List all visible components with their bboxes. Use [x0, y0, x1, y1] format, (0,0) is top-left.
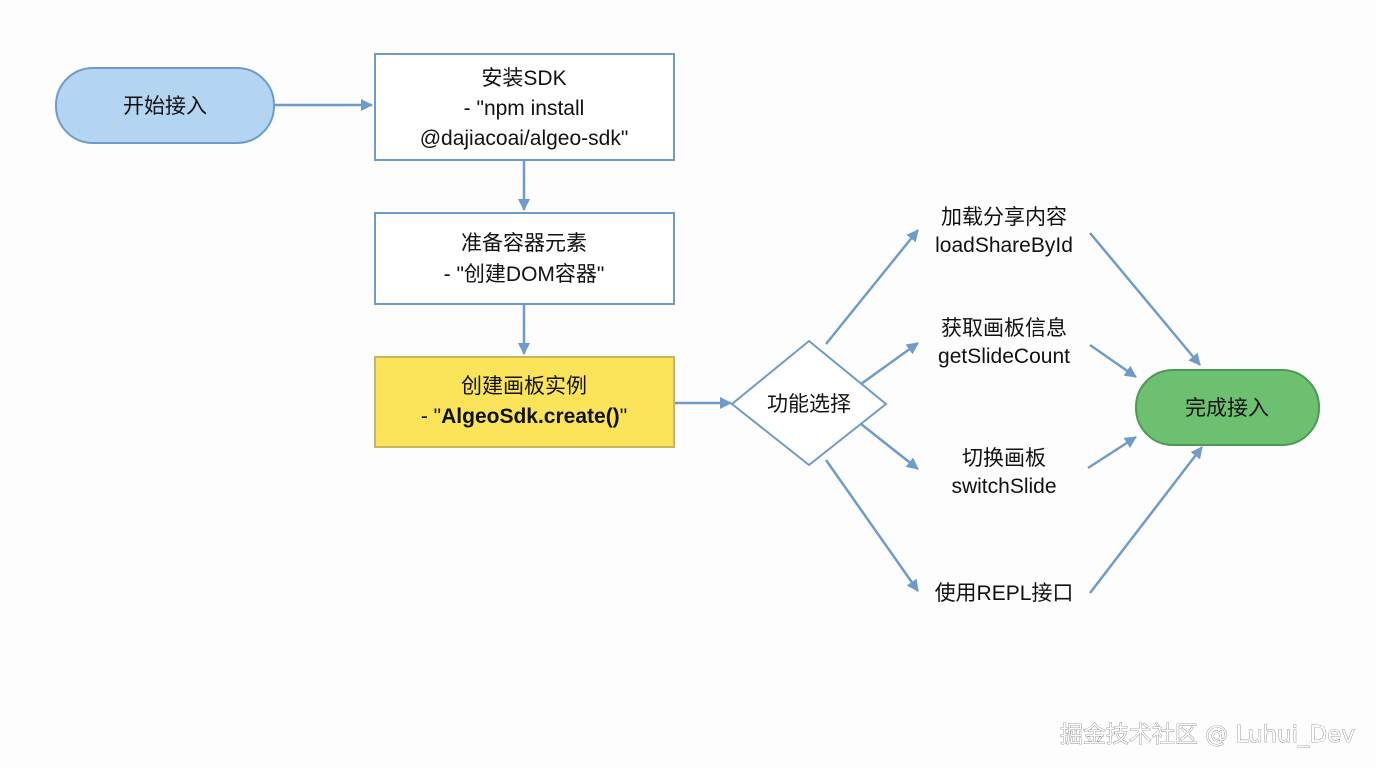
create-instance-title: 创建画板实例	[461, 375, 587, 398]
create-instance-node: 创建画板实例 - "AlgeoSdk.create()"	[374, 356, 675, 448]
feature-choice-diamond	[730, 339, 888, 467]
slide-info-node: 获取画板信息 getSlideCount	[938, 317, 1070, 368]
arrow-choose-to-load	[825, 229, 919, 345]
install-sdk-line2: @dajiacoai/algeo-sdk"	[420, 127, 629, 150]
prepare-container-box	[374, 212, 675, 305]
create-instance-box	[374, 356, 675, 448]
arrow-load-to-done	[1089, 232, 1201, 366]
connectors	[274, 99, 1203, 594]
repl-node: 使用REPL接口	[935, 582, 1074, 605]
arrow-choose-to-switch	[860, 423, 919, 470]
slide-info-title: 获取画板信息	[941, 317, 1067, 340]
arrow-choose-to-info	[860, 341, 919, 386]
prepare-container-line1: - "创建DOM容器"	[444, 263, 605, 286]
repl-title: 使用REPL接口	[935, 582, 1074, 605]
create-instance-code: AlgeoSdk.create()	[441, 405, 620, 428]
load-share-api: loadShareById	[935, 234, 1073, 257]
feature-choice-label: 功能选择	[767, 393, 851, 416]
load-share-title: 加载分享内容	[941, 206, 1067, 229]
watermark: 掘金技术社区 @ Luhui_Dev	[1060, 722, 1355, 748]
load-share-node: 加载分享内容 loadShareById	[935, 206, 1073, 257]
arrow-choose-to-repl	[824, 459, 920, 592]
done-node-shape	[1135, 369, 1320, 446]
install-sdk-title: 安装SDK	[481, 67, 566, 90]
done-node: 完成接入	[1135, 369, 1320, 446]
switch-slide-api: switchSlide	[951, 475, 1056, 498]
start-node-label: 开始接入	[123, 95, 207, 118]
slide-info-api: getSlideCount	[938, 345, 1070, 368]
arrow-info-to-done	[1089, 343, 1137, 379]
switch-slide-title: 切换画板	[962, 447, 1046, 470]
done-node-label: 完成接入	[1185, 397, 1269, 420]
create-instance-line1: - "AlgeoSdk.create()"	[421, 405, 627, 428]
arrow-switch-to-done	[1087, 435, 1137, 470]
install-sdk-node: 安装SDK - "npm install @dajiacoai/algeo-sd…	[374, 53, 675, 161]
create-instance-prefix: - "	[421, 405, 441, 428]
install-sdk-box	[374, 53, 675, 161]
start-node: 开始接入	[55, 67, 275, 144]
switch-slide-node: 切换画板 switchSlide	[951, 447, 1056, 498]
prepare-container-title: 准备容器元素	[461, 232, 587, 255]
create-instance-suffix: "	[620, 405, 627, 428]
feature-choice-node: 功能选择	[730, 339, 888, 467]
install-sdk-line1: - "npm install	[464, 97, 585, 120]
arrow-repl-to-done	[1089, 446, 1203, 594]
start-node-shape	[55, 67, 275, 144]
prepare-container-node: 准备容器元素 - "创建DOM容器"	[374, 212, 675, 305]
